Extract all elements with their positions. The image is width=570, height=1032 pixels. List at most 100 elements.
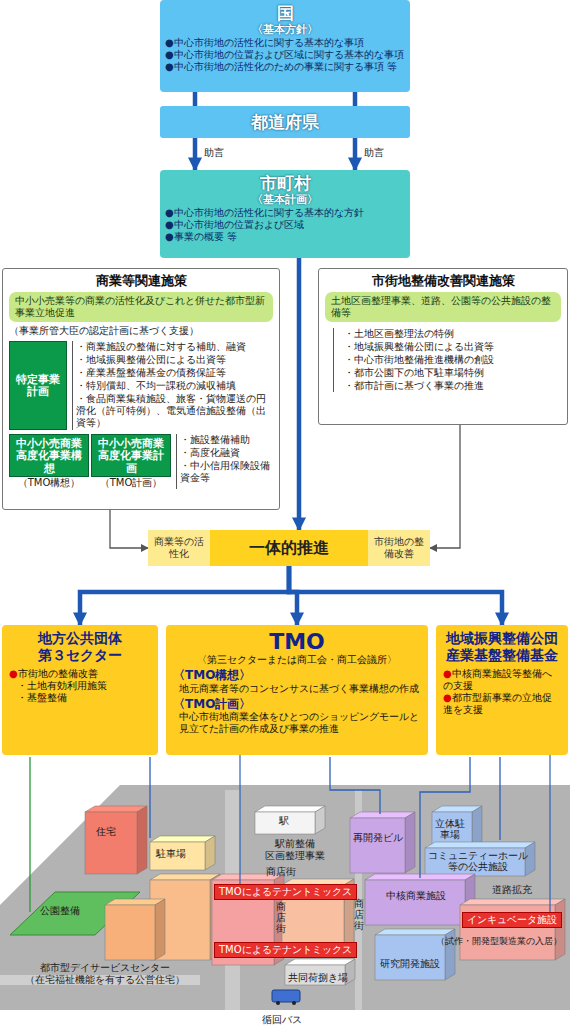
node-text: 商業等の活性化 — [148, 530, 210, 566]
connector — [289, 566, 502, 625]
building-roof — [285, 959, 355, 965]
connector — [193, 138, 198, 170]
plan-box: 中小小売商業高度化事業計画 （TMO計画） — [91, 434, 171, 490]
plan-box: 中小小売商業高度化事業構想（TMO構想） — [9, 434, 89, 490]
leader-line — [149, 757, 150, 838]
node-text: 都道府県 — [251, 112, 319, 132]
connector — [353, 138, 358, 170]
node-text: 中小小売業等の商業の活性化及びこれと併せた都市型新事業立地促進 — [15, 295, 267, 319]
leader-line — [499, 757, 500, 840]
node-text: TMOによるテナントミックス — [219, 944, 352, 956]
illustration-label: （試作・開発型製造業の入居） — [436, 936, 562, 947]
node-text: ・特別償却、不均一課税の減収補填 — [76, 380, 273, 392]
building-roof — [375, 929, 455, 935]
building-roof — [150, 874, 220, 880]
illustration-label: 駅前整備 区画整理事業 — [258, 838, 332, 862]
illustration-label: 駐車場 — [156, 848, 186, 860]
illustration-label: 立体駐車場 — [434, 818, 466, 841]
measures-panel: 商業等関連施策中小小売業等の商業の活性化及びこれと併せた都市型新事業立地促進（事… — [2, 268, 280, 510]
building-roof — [85, 806, 147, 812]
node-text: 〈基本方針〉 — [252, 23, 318, 36]
node-text: 国 — [277, 3, 294, 23]
actor-box: 地域振興整備公団 産業基盤整備基金 ●中核商業施設等整備への支援●都市型新事業の立… — [436, 625, 568, 755]
node-text: 地域振興整備公団 産業基盤整備基金 — [443, 630, 561, 664]
edge-label: 助言 — [202, 147, 226, 159]
building-roof — [425, 842, 535, 848]
node-text: 中小小売商業高度化事業計画 — [94, 437, 168, 475]
building-roof — [350, 812, 415, 818]
illustration-label: 共同荷捌き場 — [288, 972, 348, 984]
building-roof — [255, 806, 325, 812]
building — [365, 880, 465, 925]
building-roof — [150, 836, 215, 842]
node-text: ●中心市街地の位置および区域に関する基本的な事項 — [165, 49, 405, 61]
actor-box: TMO〈第三セクターまたは商工会・商工会議所〉〈TMO構想〉地元商業者等のコンセ… — [166, 625, 428, 755]
leader-line — [330, 757, 380, 814]
node-text: 一体的推進 — [210, 530, 368, 566]
connector — [430, 425, 460, 548]
node-text: ・都市計画に基づく事業の推進 — [344, 380, 561, 392]
building-side — [155, 899, 165, 960]
building — [255, 812, 315, 834]
node-text: TMO — [173, 630, 421, 654]
node-text: ●中心市街地の活性化のための事業に関する事項 等 — [165, 61, 405, 73]
building-side — [315, 806, 325, 834]
node-text: ・中小信用保険設備資金等 — [180, 460, 273, 484]
policy-box: 国〈基本方針〉●中心市街地の活性化に関する基本的な事項●中心市街地の位置および区… — [160, 0, 410, 92]
node-text: ・商業施設の整備に対する補助、融資 — [76, 341, 273, 353]
promotion-band: 商業等の活性化一体的推進市街地の整備改善 — [148, 530, 430, 566]
node-text: ●都市型新事業の立地促進を支援 — [443, 692, 561, 716]
node-text: ・土地有効利用施策 — [9, 680, 151, 692]
bus-wheel — [292, 1001, 296, 1005]
building-side — [205, 836, 215, 870]
node-text: 土地区画整理事業、道路、公園等の公共施設の整備等 — [331, 295, 555, 319]
node-text: ・施設整備補助 — [180, 434, 273, 446]
node-text: ●中核商業施設等整備への支援 — [443, 668, 561, 692]
building — [375, 935, 445, 980]
illustration-label: 住宅 — [96, 826, 116, 838]
plan-box: 特定事業計画 — [9, 341, 67, 430]
bus — [272, 990, 300, 1002]
illustration-label: 商店街 — [354, 898, 364, 931]
connector — [297, 258, 302, 530]
building — [150, 880, 210, 960]
actor-box: 地方公共団体 第３セクター●市街地の整備改善・土地有効利用施策・基盤整備 — [2, 625, 158, 755]
node-text: （TMO計画） — [91, 477, 171, 489]
leader-line — [29, 757, 30, 912]
node-text: 商業等関連施策 — [9, 273, 273, 289]
illustration-label: 駅 — [279, 815, 289, 827]
node-text: ●事業の概要 等 — [165, 231, 405, 243]
node-text: ・都市公園下の地下駐車場特例 — [344, 367, 561, 379]
connector — [239, 755, 240, 884]
measures-panel: 市街地整備改善関連施策土地区画整理事業、道路、公園等の公共施設の整備等・土地区画… — [318, 268, 568, 425]
illustration-label: 中核商業施設 — [386, 890, 446, 902]
node-text: ●中心市街地の位置および区域 — [165, 219, 405, 231]
building — [350, 818, 405, 873]
connector — [110, 510, 148, 548]
building — [105, 905, 155, 960]
building — [150, 842, 205, 870]
node-text: 〈第三セクターまたは商工会・商工会議所〉 — [173, 654, 421, 666]
node-text: 市町村 — [260, 173, 311, 193]
policy-box: 市町村〈基本計画〉●中心市街地の活性化に関する基本的な方針●中心市街地の位置およ… — [160, 170, 410, 258]
node-text: インキュベータ施設 — [467, 914, 557, 926]
connector — [549, 755, 550, 912]
illustration-label: 都市型デイサービスセンター （在宅福祉機能を有する公営住宅） — [20, 962, 190, 986]
node-text: ・土地区画整理法の特例 — [344, 328, 561, 340]
illustration-label: 公園整備 — [40, 905, 80, 917]
node-text: ・地域振興整備公団による出資等 — [76, 354, 273, 366]
node-text: ・産業基盤整備基金の債務保証等 — [76, 367, 273, 379]
node-text: （TMO構想） — [9, 477, 89, 489]
node-text: ●市街地の整備改善 — [9, 668, 151, 680]
connector — [353, 92, 358, 106]
building-roof — [460, 899, 565, 905]
illustration-label: 商店街 — [276, 901, 286, 934]
node-text: 〈TMO計画〉 — [173, 697, 421, 711]
node-text: TMOによるテナントミックス — [219, 886, 352, 898]
tag-box: TMOによるテナントミックス — [214, 942, 357, 958]
illustration-label: コミュニティーホール等の公共施設 — [428, 850, 528, 873]
building-side — [137, 806, 147, 874]
illustration-label: 循回バス — [262, 1014, 302, 1026]
